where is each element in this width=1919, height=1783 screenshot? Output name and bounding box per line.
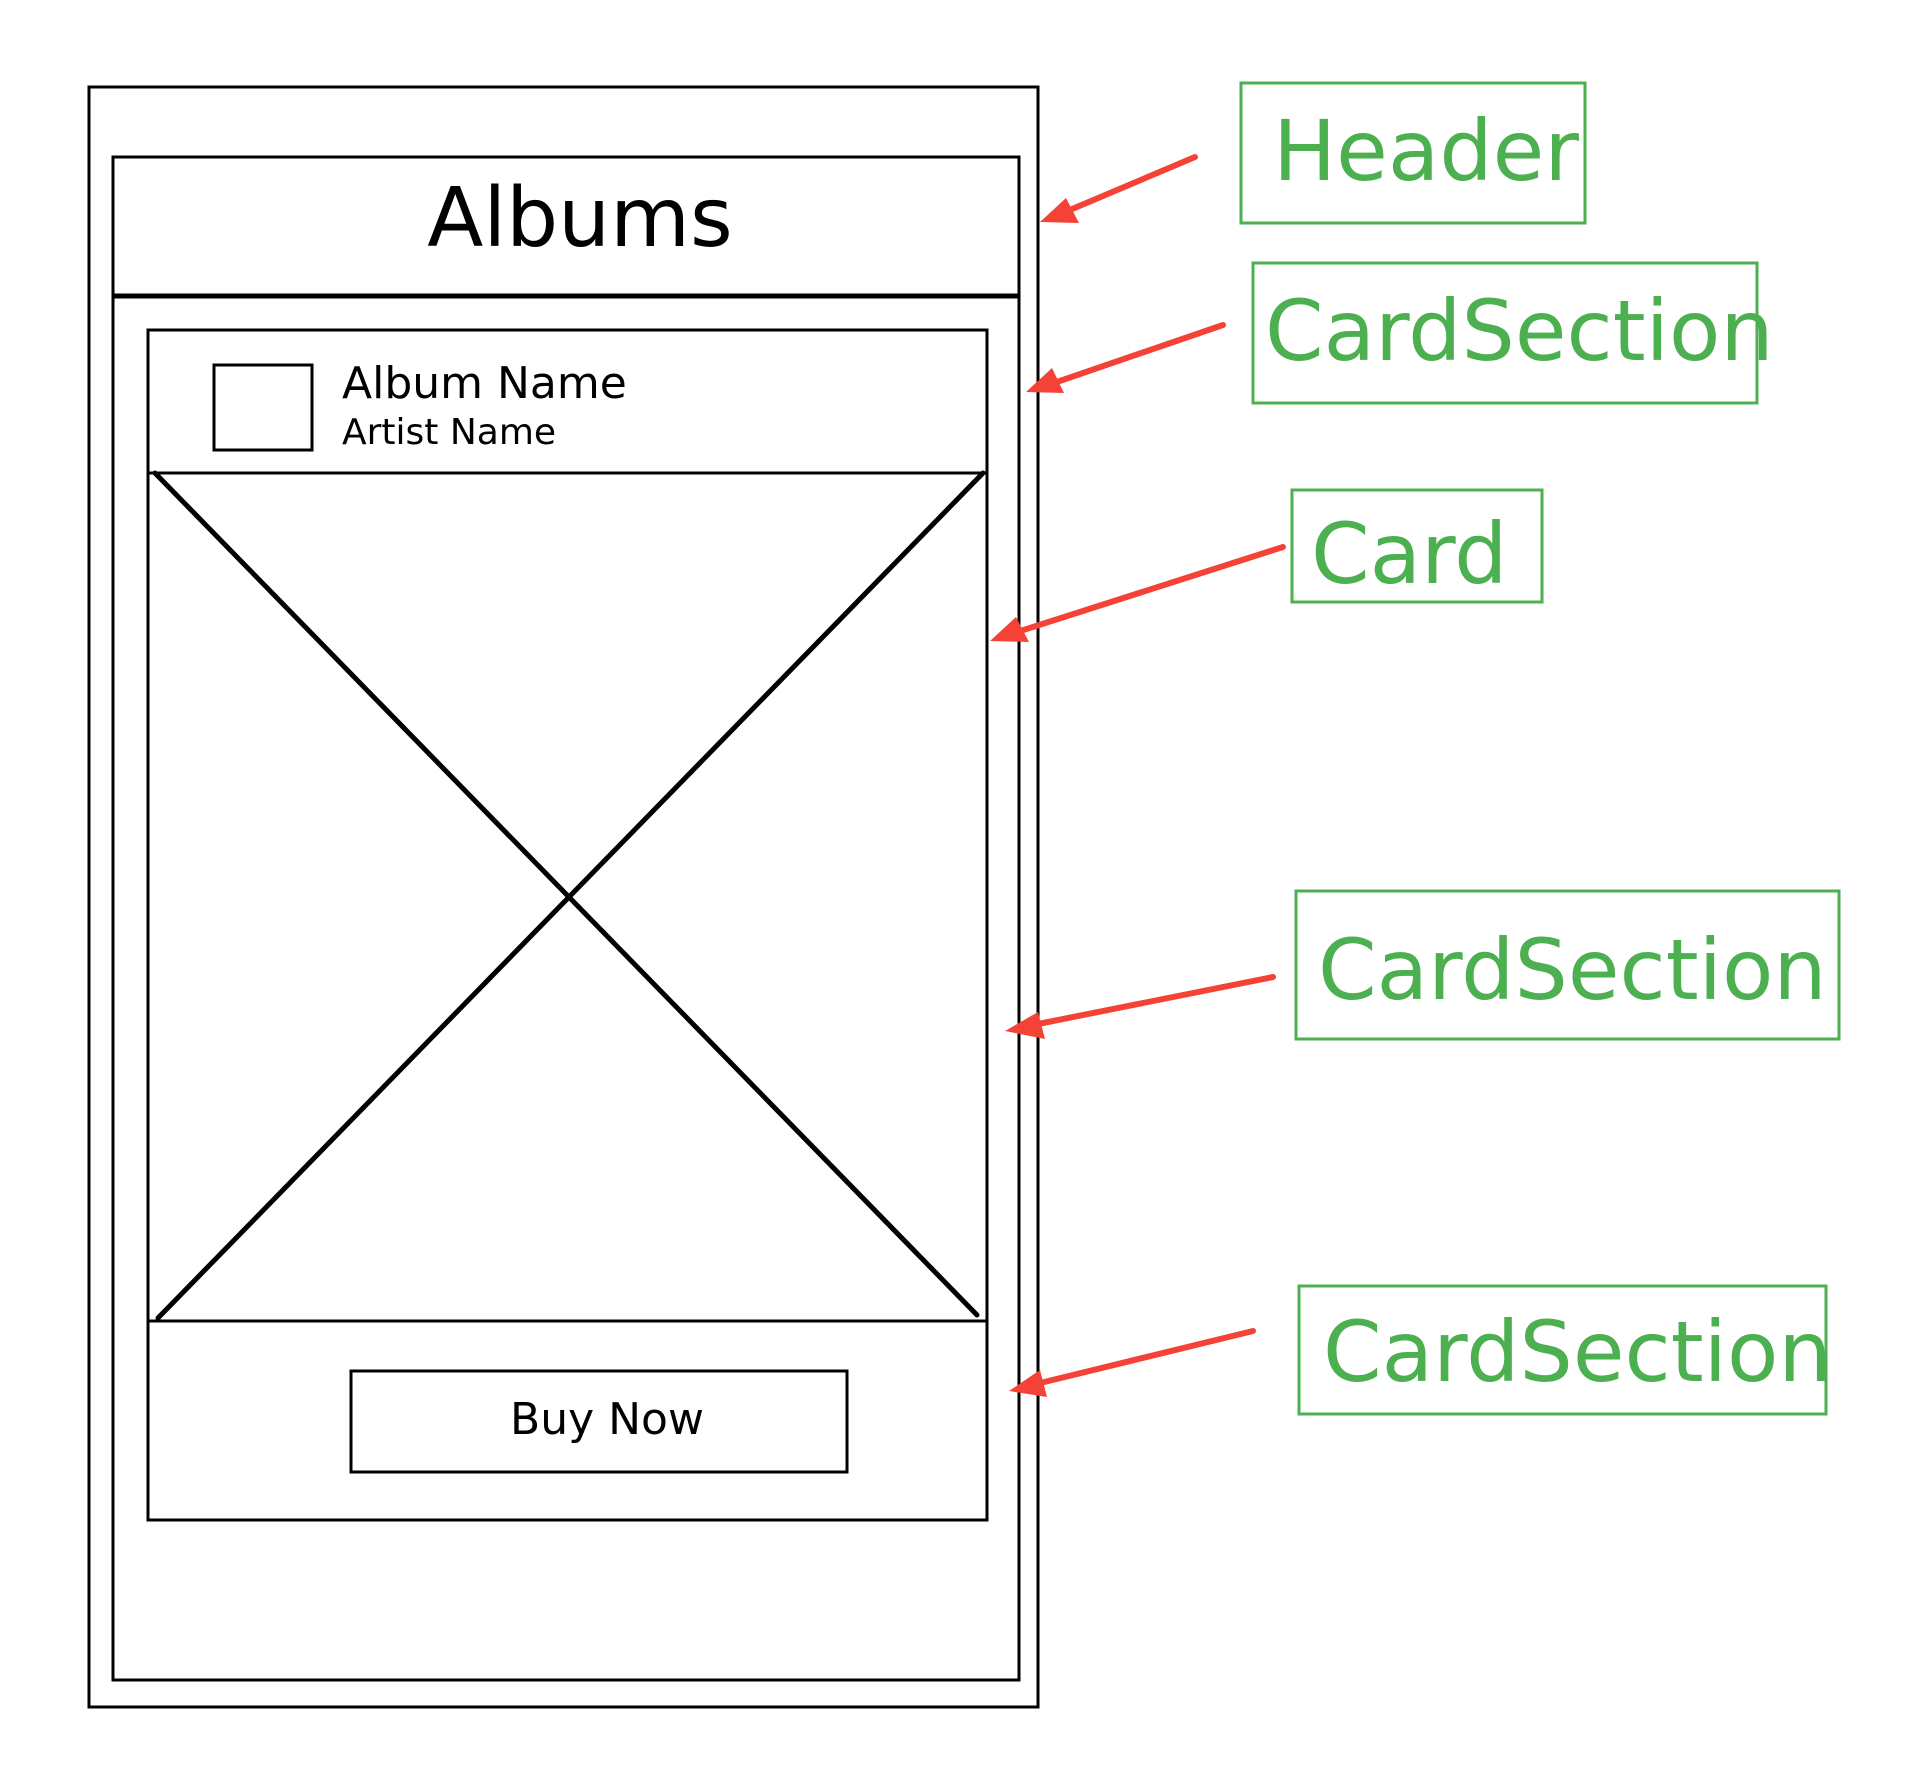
arrowhead-header — [1040, 198, 1079, 223]
annotation-cardsection-middle: CardSection — [1005, 889, 1841, 1041]
album-thumbnail — [212, 363, 314, 452]
label-text-cardsection-middle: CardSection — [1318, 921, 1827, 1019]
annotation-card: Card — [990, 488, 1544, 642]
arrow-cardsection-bottom — [1029, 1328, 1256, 1388]
image-placeholder-diagonal-1 — [152, 470, 980, 1318]
buy-now-label: Buy Now — [510, 1394, 704, 1445]
label-box-header — [1239, 81, 1587, 225]
arrow-cardsection-middle — [1025, 974, 1276, 1029]
arrow-card — [1011, 544, 1286, 636]
annotation-cardsection-bottom: CardSection — [1009, 1284, 1832, 1416]
image-placeholder-diagonal-2 — [155, 470, 986, 1321]
card — [146, 328, 989, 1522]
arrowhead-cardsection-middle — [1005, 1012, 1045, 1039]
label-text-cardsection-top: CardSection — [1265, 282, 1774, 380]
annotation-cardsection-top: CardSection — [1026, 261, 1774, 405]
label-box-card — [1290, 488, 1544, 604]
arrowhead-card — [990, 617, 1029, 642]
phone-screen — [111, 155, 1021, 1682]
phone-outer-frame — [87, 85, 1040, 1709]
arrow-header — [1055, 154, 1198, 218]
label-text-header: Header — [1273, 102, 1579, 200]
arrowhead-cardsection-top — [1026, 368, 1064, 393]
label-box-cardsection-top — [1251, 261, 1759, 405]
artist-name: Artist Name — [342, 412, 556, 453]
label-box-cardsection-middle — [1294, 889, 1841, 1041]
annotation-header: Header — [1040, 81, 1587, 225]
buy-now-button[interactable] — [349, 1369, 849, 1474]
album-name: Album Name — [342, 358, 627, 409]
header-title: Albums — [427, 171, 733, 266]
label-box-cardsection-bottom — [1297, 1284, 1828, 1416]
label-text-card: Card — [1311, 505, 1508, 603]
arrowhead-cardsection-bottom — [1009, 1370, 1047, 1397]
label-text-cardsection-bottom: CardSection — [1323, 1303, 1832, 1401]
arrow-cardsection-top — [1045, 322, 1226, 388]
